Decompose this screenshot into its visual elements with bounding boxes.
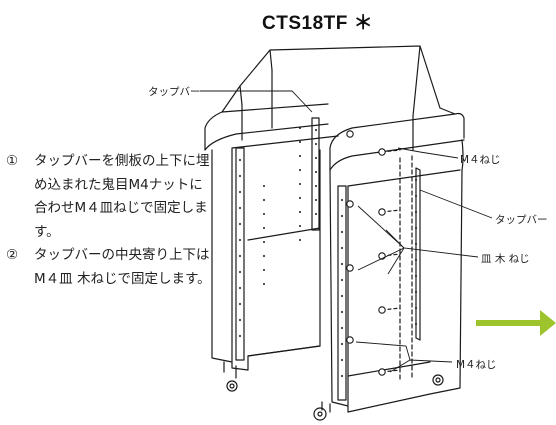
top-tray-left-roll [204, 85, 329, 151]
tap-bar-center [311, 117, 320, 231]
leader-m4-bottom [389, 359, 453, 373]
screw-center-3 [346, 336, 354, 344]
caster-front-left [223, 361, 238, 392]
screw-right-1 [378, 148, 386, 156]
tap-bar-left [235, 147, 245, 361]
next-step-arrow [476, 310, 556, 336]
product-title: CTS18TF ＊ [262, 13, 374, 34]
instruction-step-1: ① タップバーを側板の上下に埋め込まれた鬼目M4ナットに合わせM４皿ねじで固定し… [6, 150, 216, 244]
leader-tap-bar-right [419, 189, 493, 219]
screw-guide-lines [381, 149, 401, 373]
leader-lines [200, 90, 493, 373]
tap-bar-center-lower [337, 185, 347, 401]
tap-bar-right-outline [415, 167, 421, 341]
front-edge [329, 139, 464, 413]
callout-tap-bar-right: タップバー [495, 214, 548, 226]
callout-m4-screw-bottom: M４ねじ [456, 359, 497, 371]
leader-flat-wood-2 [357, 247, 405, 271]
screw-top-center [346, 130, 354, 138]
right-panel [347, 169, 461, 377]
step-number: ① [6, 153, 19, 169]
top-tray-back [239, 45, 441, 117]
leader-tap-bar-top [200, 90, 313, 113]
screw-right-2 [378, 208, 386, 216]
leader-flat-wood-3 [385, 229, 405, 249]
screws [346, 130, 386, 376]
tap-bar-right [399, 155, 413, 381]
caster-front-center [313, 401, 331, 421]
leader-flat-wood-4 [387, 247, 405, 275]
step-text: タップバーを側板の上下に埋め込まれた鬼目M4ナットに合わせM４皿ねじで固定します… [34, 153, 210, 240]
callout-m4-screw-top: M４ねじ [460, 154, 501, 166]
screw-right-5 [378, 368, 386, 376]
screw-center-2 [346, 264, 354, 272]
callout-tap-bar-top: タップバー [148, 86, 201, 98]
back-panel [241, 69, 414, 151]
instruction-list: ① タップバーを側板の上下に埋め込まれた鬼目M4ナットに合わせM４皿ねじで固定し… [6, 150, 216, 291]
tap-bar-holes [239, 127, 417, 377]
callout-flat-wood-screw: 皿 木 ねじ [481, 253, 530, 265]
step-number: ② [6, 247, 19, 263]
leader-flat-wood-1 [357, 205, 479, 258]
top-tray-front-roll [329, 107, 465, 171]
screw-center-1 [346, 200, 354, 208]
instruction-step-2: ② タップバーの中央寄り上下はM４皿 木ねじで固定します。 [6, 244, 216, 291]
leader-m4-bottom-2 [355, 341, 411, 361]
step-text: タップバーの中央寄り上下はM４皿 木ねじで固定します。 [34, 247, 211, 287]
leader-m4-top [397, 147, 459, 159]
caster-front-right [432, 374, 444, 386]
screw-right-4 [378, 306, 386, 314]
inner-shelf [247, 149, 321, 357]
